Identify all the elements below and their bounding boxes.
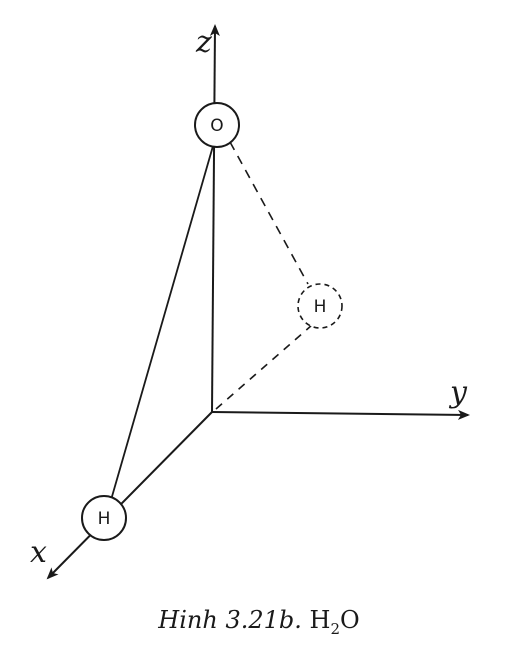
z-axis-label: z (195, 25, 212, 60)
hydrogen-atom-back-label: H (314, 297, 327, 317)
x-axis-label: x (30, 535, 47, 570)
hydrogen-atom-back: H (297, 283, 343, 329)
z-axis (209, 24, 220, 413)
x-axis (46, 411, 213, 580)
figure-caption: Hinh 3.21b. H2O (0, 606, 518, 638)
bond-o-h-front (110, 145, 214, 501)
projection-origin-h-back (215, 324, 313, 410)
hydrogen-atom-front: H (81, 495, 127, 541)
y-axis (211, 409, 470, 420)
hydrogen-atom-front-label: H (98, 509, 111, 529)
y-axis-label: y (448, 375, 468, 410)
figure-number: Hinh 3.21b. (158, 606, 302, 634)
formula-o: O (340, 606, 360, 634)
oxygen-atom-label: O (210, 116, 223, 136)
formula-subscript: 2 (330, 619, 340, 638)
formula: H2O (309, 606, 360, 638)
formula-h: H (309, 606, 331, 634)
oxygen-atom: O (194, 102, 240, 148)
bond-o-h-back (229, 141, 309, 285)
